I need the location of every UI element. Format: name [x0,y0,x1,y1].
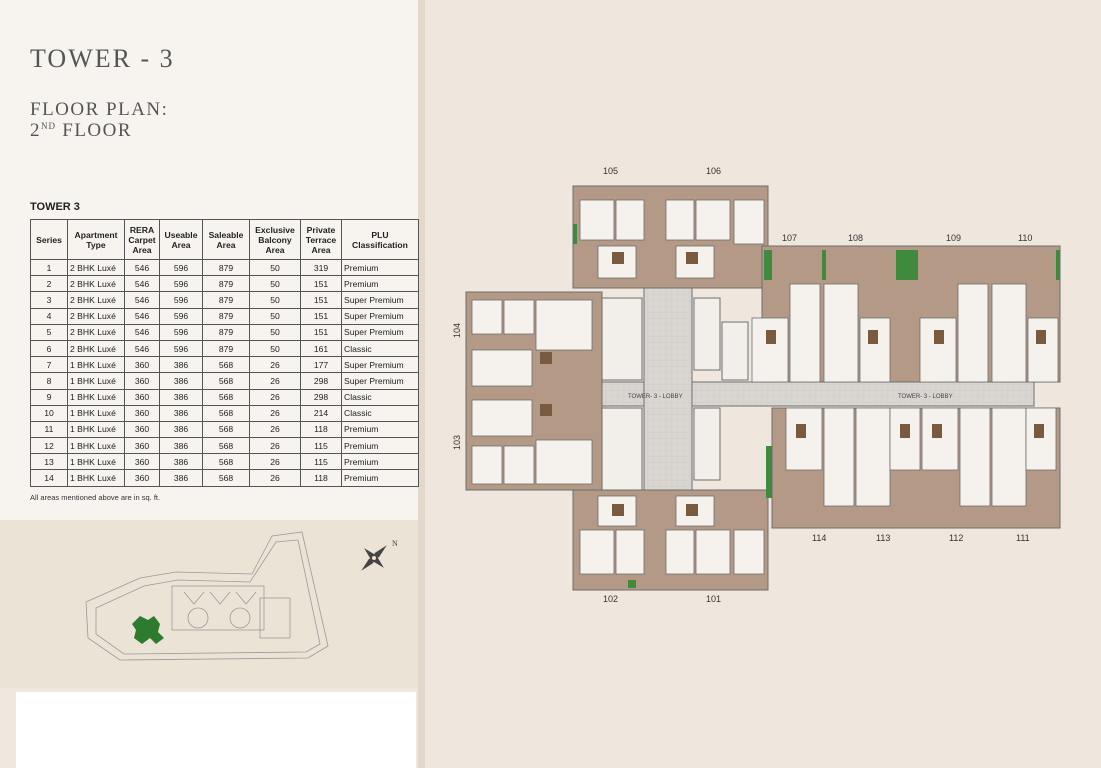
col-rera-carpet-area: RERA Carpet Area [124,219,160,260]
lobby-label-left: TOWER- 3 - LOBBY [628,394,683,400]
planters [573,224,1060,588]
unit-label-107: 107 [782,233,797,243]
floor-number: 2 [30,120,41,141]
area-table: Series Apartment Type RERA Carpet Area U… [30,219,419,487]
table-note: All areas mentioned above are in sq. ft. [30,493,161,502]
corridor [583,287,1035,491]
page-title: TOWER - 3 [30,44,175,73]
col-plu-classification: PLU Classification [341,219,419,260]
unit-label-104: 104 [452,323,462,338]
table-cell: 386 [159,469,203,487]
floor-ordinal-suffix: ND [41,121,56,131]
unit-label-109: 109 [946,233,961,243]
floor-name-heading: 2ND FLOOR [30,120,132,142]
unit-rooms [471,199,1059,575]
unit-label-106: 106 [706,166,721,176]
unit-label-113: 113 [876,533,890,543]
unit-label-101: 101 [706,594,721,604]
floor-word: FLOOR [62,120,133,141]
panel-divider [418,0,425,768]
unit-label-108: 108 [848,233,863,243]
floor-plan-heading: FLOOR PLAN: [30,99,169,120]
blank-card [16,692,416,768]
unit-number-labels: 105 106 107 108 109 110 111 112 113 114 … [452,166,1032,604]
north-label: N [392,539,398,548]
table-title: TOWER 3 [30,201,80,213]
compass-rose-icon: N [361,539,398,571]
unit-label-103: 103 [452,435,462,450]
col-useable-area: Useable Area [159,219,203,260]
key-plan-panel [0,520,418,688]
table-cell: 568 [202,469,250,487]
unit-label-105: 105 [603,166,618,176]
unit-label-110: 110 [1018,233,1032,243]
col-saleable-area: Saleable Area [202,219,250,260]
furniture [540,252,1046,516]
table-cell: Premium [341,469,419,487]
unit-label-112: 112 [949,533,963,543]
service-cores [601,297,919,491]
key-site-plan [85,531,329,661]
unit-label-102: 102 [603,594,618,604]
unit-label-114: 114 [812,533,826,543]
unit-label-111: 111 [1016,533,1030,543]
lobby-label-right: TOWER- 3 - LOBBY [898,394,953,400]
table-header-row: Series Apartment Type RERA Carpet Area U… [30,219,419,260]
